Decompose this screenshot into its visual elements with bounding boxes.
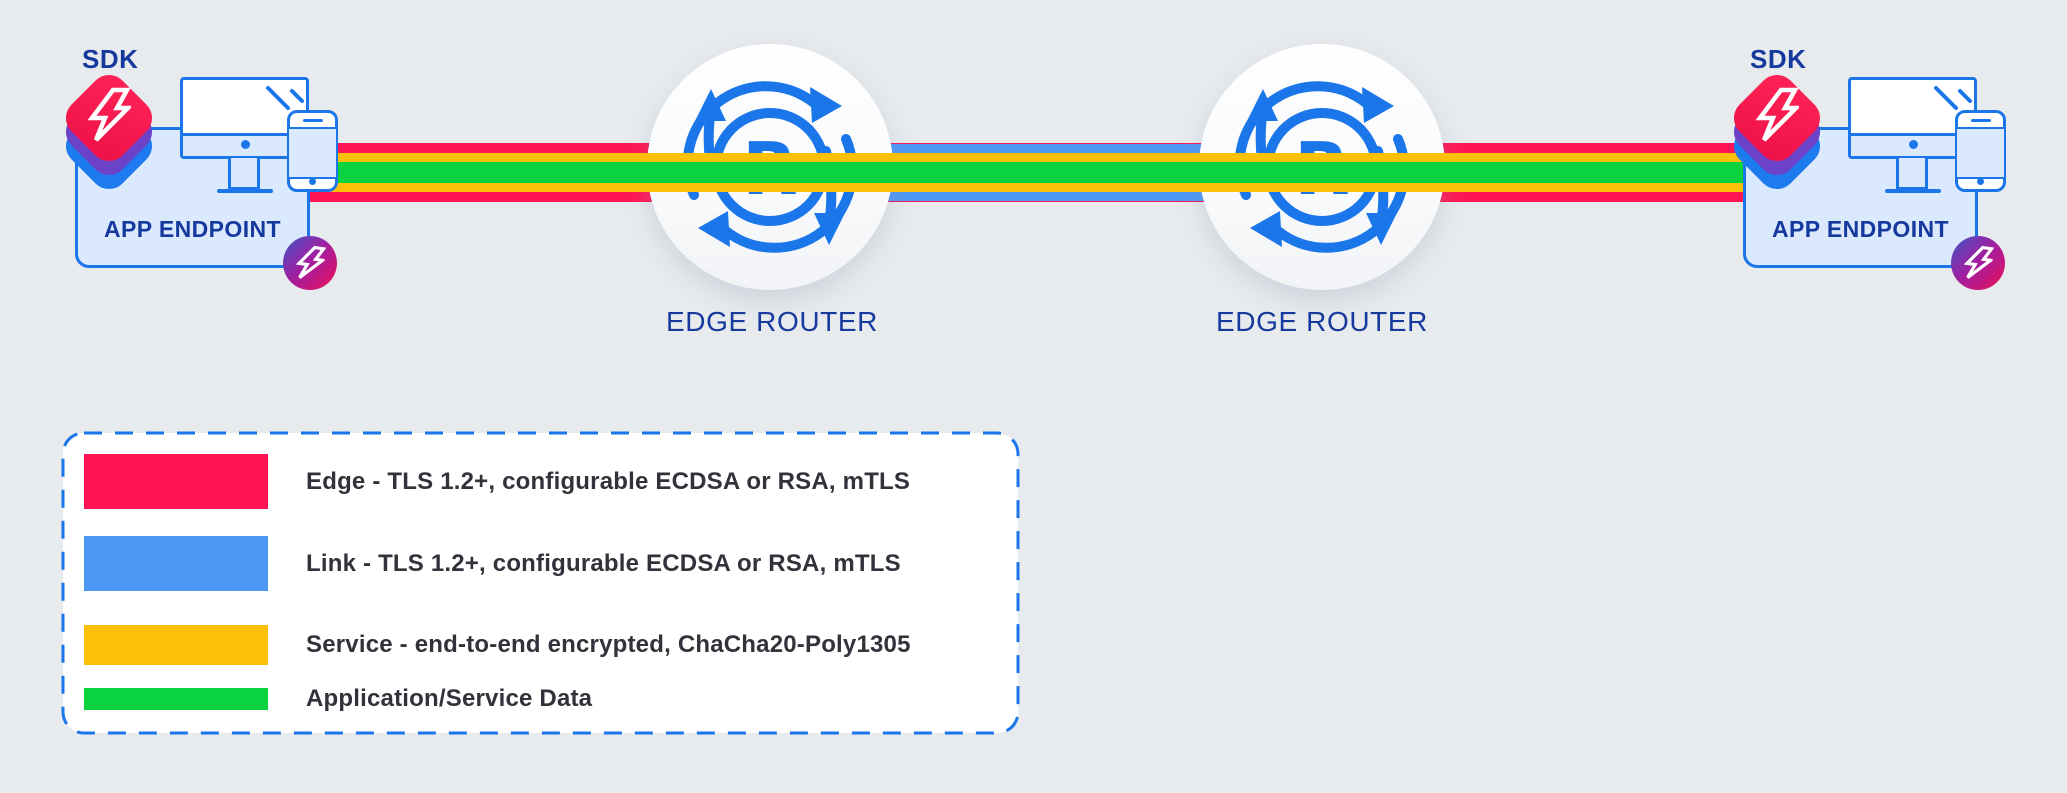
signal-dashes-icon	[1934, 86, 1972, 110]
ziti-bolt-icon	[87, 87, 131, 142]
app-endpoint-label: APP ENDPOINT	[1772, 216, 1949, 242]
stripe-service-bottom	[295, 183, 1750, 192]
phone-icon	[287, 110, 338, 192]
legend-swatch	[84, 454, 268, 509]
phone-speaker	[302, 119, 323, 122]
phone-screen	[289, 127, 336, 179]
phone-speaker	[1970, 119, 1991, 122]
edge-router-label-right: EDGE ROUTER	[1216, 306, 1428, 337]
legend-swatch	[84, 688, 268, 710]
monitor-bezel	[1851, 133, 1974, 156]
ziti-badge-icon	[1951, 236, 2005, 290]
legend-label: Link - TLS 1.2+, configurable ECDSA or R…	[306, 549, 901, 577]
monitor-stand	[1896, 158, 1928, 190]
phone-home-button	[309, 178, 316, 185]
legend-swatch	[84, 625, 268, 665]
stripe-service-top	[295, 153, 1750, 162]
app-endpoint-label: APP ENDPOINT	[104, 216, 281, 242]
monitor-dot	[240, 140, 250, 149]
phone-home-button	[1977, 178, 1984, 185]
legend-row-service: Service - end-to-end encrypted, ChaCha20…	[84, 625, 911, 665]
phone-screen	[1957, 127, 2004, 179]
sdk-label: SDK	[82, 44, 139, 74]
sdk-label: SDK	[1750, 44, 1807, 74]
stripe-link-bottom	[885, 192, 1207, 201]
legend-swatch	[84, 536, 268, 591]
legend: Edge - TLS 1.2+, configurable ECDSA or R…	[61, 431, 1020, 735]
legend-row-edge: Edge - TLS 1.2+, configurable ECDSA or R…	[84, 454, 910, 509]
stripe-link-top	[885, 144, 1207, 153]
ziti-badge-icon	[283, 236, 337, 290]
legend-label: Service - end-to-end encrypted, ChaCha20…	[306, 631, 911, 658]
app-endpoint-right: SDK APP ENDPOINT	[1708, 0, 2038, 300]
stripe-application-data	[295, 162, 1750, 183]
phone-icon	[1955, 110, 2006, 192]
signal-dashes-icon	[266, 86, 304, 110]
legend-row-application: Application/Service Data	[84, 685, 593, 712]
monitor-bezel	[183, 133, 306, 156]
ziti-bolt-icon	[1755, 87, 1799, 142]
monitor-base	[1885, 189, 1941, 193]
monitor-stand	[228, 158, 260, 190]
legend-label: Application/Service Data	[306, 685, 593, 712]
monitor-dot	[1908, 140, 1918, 149]
legend-dashed-border	[61, 431, 1020, 735]
legend-row-link: Link - TLS 1.2+, configurable ECDSA or R…	[84, 536, 901, 591]
monitor-base	[217, 189, 273, 193]
edge-router-label-left: EDGE ROUTER	[666, 306, 878, 337]
legend-label: Edge - TLS 1.2+, configurable ECDSA or R…	[306, 467, 911, 495]
app-endpoint-left: SDK APP ENDPOINT	[40, 0, 370, 300]
